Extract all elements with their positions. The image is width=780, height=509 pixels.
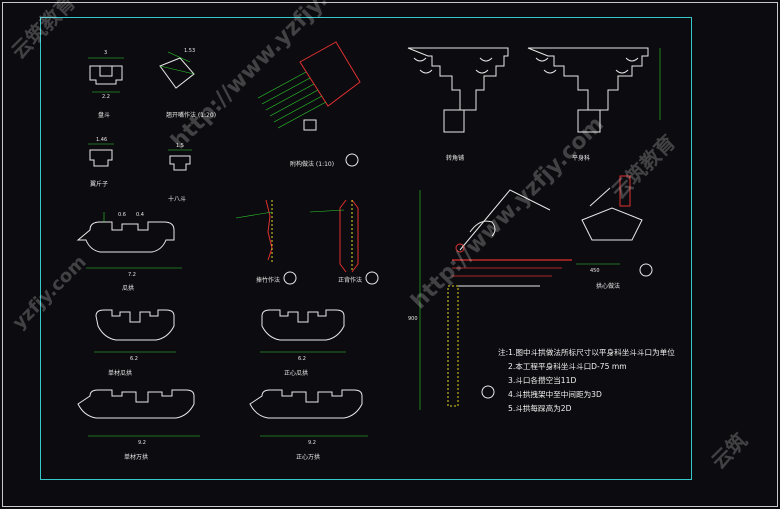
label-lan-guang: 附构做法 (1:10) [290,160,334,168]
watermark-url-1: http://www.yzfjy.com [167,0,369,154]
dim-9-2: 9.2 [138,440,146,446]
zhuan-jiao-elevation [407,47,509,133]
gua-ziding-detail [88,143,114,167]
notes-block: 注:1.图中斗拱做法所标尺寸以平身科坐斗斗口为单位 2.本工程平身科坐斗斗口D-… [498,347,675,413]
dim-3: 3 [104,50,107,56]
watermark-brand-2: 云筑教育 [607,130,681,204]
dim-9-2b: 9.2 [308,440,316,446]
dim-900: 900 [408,316,418,322]
label-qiao: 翘开嘴作法 (1:20) [166,111,216,119]
note-5: 5.斗拱每踩高为2D [508,403,572,413]
label-gua-tian: 瓜拱 [122,284,134,292]
label-ping-shen: 平身科 [572,154,590,162]
dim-0-4: 0.4 [136,212,144,218]
eave-section [419,189,572,410]
lan-guang-detail [257,41,361,167]
note-1: 注:1.图中斗拱做法所标尺寸以平身科坐斗斗口为单位 [498,347,675,357]
dim-6-2b: 6.2 [298,356,306,362]
dou-detail [88,57,124,93]
shi-ba-dou-detail [168,149,192,171]
watermark-brand-1: 云筑教育 [7,0,81,64]
dim-0-6: 0.6 [118,212,126,218]
label-xiang-gong: 正心瓜拱 [284,369,308,377]
note-2: 2.本工程平身科坐斗斗口D-75 mm [508,361,627,371]
dim-450: 450 [590,268,600,274]
dim-7-2: 7.2 [128,272,136,278]
watermark-layer: http://www.yzfjy.com http://www.yzfjy.co… [7,0,752,474]
watermark-domain-1: yzfjy.com [9,252,91,334]
label-wan-gong: 单材瓜拱 [108,369,132,377]
gua-tian-profile [76,212,182,269]
label-zheng-xin-wan: 正心万拱 [296,453,320,461]
yu-tou-2-section [309,199,379,285]
label-yu-tou-1: 捧竹作法 [256,276,280,284]
dim-1-5: 1.5 [176,143,184,149]
note-3: 3.斗口各攒空当11D [508,375,576,385]
sheet-inner-border [40,17,692,480]
label-pi-xiang: 拱心做法 [596,282,620,290]
label-shi-ba-dou: 十八斗 [168,195,186,203]
watermark-url-2: http://www.yzfjy.com [407,112,609,314]
label-dan-cai-wan: 单材万拱 [124,453,148,461]
label-gua-ziding: 翼斤子 [90,180,108,188]
dim-6-2: 6.2 [130,356,138,362]
qiao-detail [159,51,195,89]
dan-cai-wan-profile [77,389,200,437]
label-dou: 盘斗 [98,111,110,119]
note-4: 4.斗拱拽架中至中间距为3D [508,389,602,399]
ping-shen-elevation [527,47,661,133]
watermark-short-1: 云筑 [707,428,752,473]
wan-gong-profile [94,309,176,353]
dim-1-46: 1.46 [96,137,107,143]
dim-2-2: 2.2 [102,94,110,100]
zheng-xin-wan-profile [249,389,368,437]
xiang-gong-profile [260,309,346,353]
yu-tou-1-section [235,199,297,285]
label-zhuan-jiao: 转角铺 [446,154,464,162]
label-yu-tou-2: 正背作法 [338,276,362,284]
pi-xiang-detail [576,175,653,277]
dim-1-53: 1.53 [184,48,195,54]
